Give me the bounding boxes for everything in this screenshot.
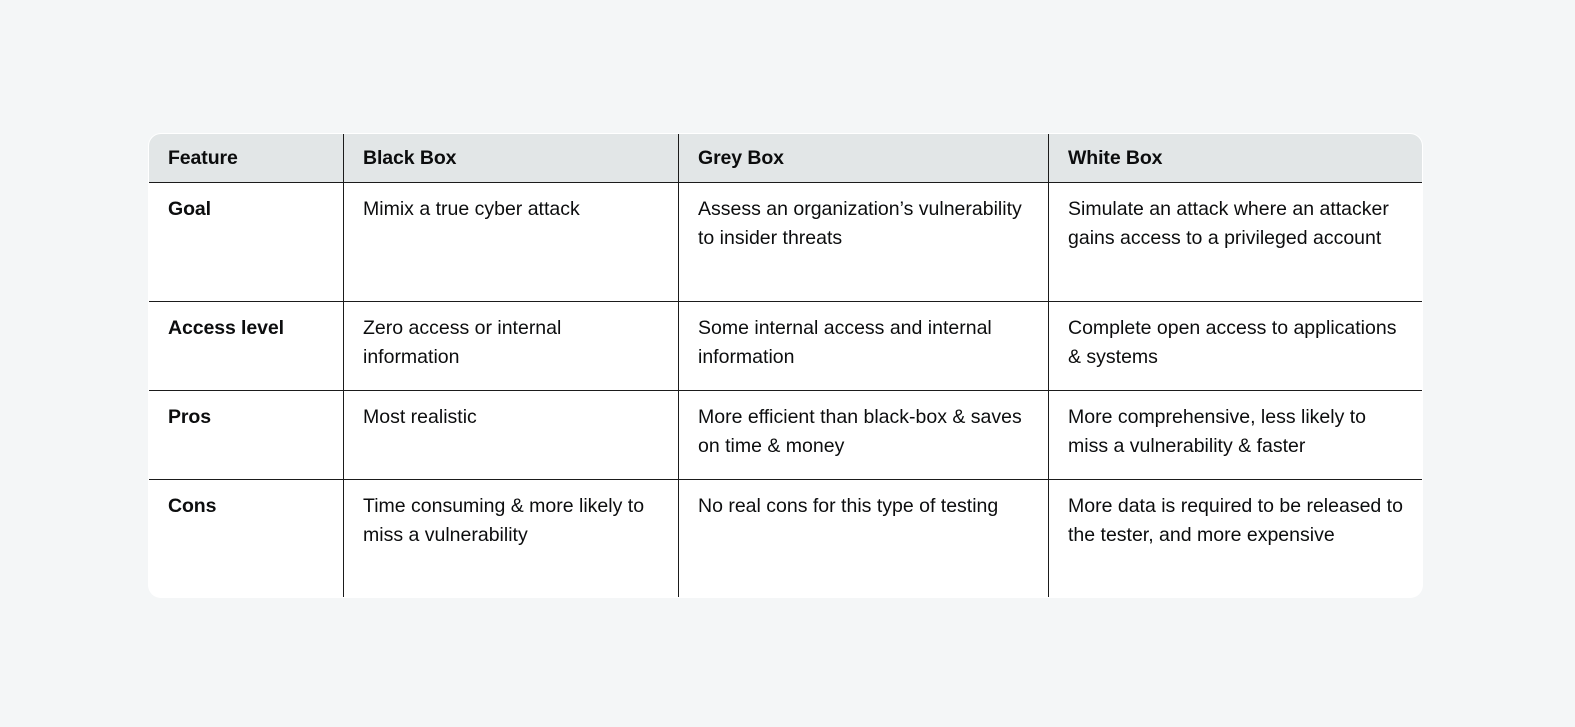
- row-label-cons: Cons: [149, 479, 344, 597]
- column-header-grey-box: Grey Box: [678, 134, 1049, 183]
- comparison-table-container: Feature Black Box Grey Box White Box Goa…: [148, 133, 1423, 598]
- cell-goal-white-box: Simulate an attack where an attacker gai…: [1048, 182, 1422, 302]
- cell-cons-grey-box: No real cons for this type of testing: [678, 479, 1049, 597]
- table-row: Cons Time consuming & more likely to mis…: [149, 479, 1422, 597]
- cell-cons-black-box: Time consuming & more likely to miss a v…: [343, 479, 679, 597]
- row-label-pros: Pros: [149, 390, 344, 480]
- cell-cons-white-box: More data is required to be released to …: [1068, 495, 1403, 546]
- column-header-feature: Feature: [149, 134, 344, 183]
- table-header-row: Feature Black Box Grey Box White Box: [149, 134, 1422, 183]
- row-label-access-level: Access level: [149, 301, 344, 391]
- table-row: Goal Mimix a true cyber attack Assess an…: [149, 182, 1422, 302]
- cell-goal-black-box: Mimix a true cyber attack: [343, 182, 679, 302]
- column-header-black-box: Black Box: [343, 134, 679, 183]
- table-body: Goal Mimix a true cyber attack Assess an…: [149, 182, 1422, 597]
- cell-pros-grey-box: More efficient than black-box & saves on…: [678, 390, 1049, 480]
- table-row: Pros Most realistic More efficient than …: [149, 390, 1422, 480]
- table-row: Access level Zero access or internal inf…: [149, 301, 1422, 391]
- cell-pros-black-box: Most realistic: [343, 390, 679, 480]
- table-header: Feature Black Box Grey Box White Box: [149, 134, 1422, 183]
- column-header-white-box: White Box: [1048, 134, 1422, 183]
- comparison-table: Feature Black Box Grey Box White Box Goa…: [148, 133, 1423, 598]
- cell-access-level-white-box: Complete open access to applications & s…: [1048, 301, 1422, 391]
- cell-access-level-grey-box: Some internal access and internal inform…: [678, 301, 1049, 391]
- cell-pros-white-box: More comprehensive, less likely to miss …: [1048, 390, 1422, 480]
- cell-goal-grey-box: Assess an organization’s vulnerability t…: [678, 182, 1049, 302]
- cell-access-level-black-box: Zero access or internal information: [343, 301, 679, 391]
- row-label-goal: Goal: [149, 182, 344, 302]
